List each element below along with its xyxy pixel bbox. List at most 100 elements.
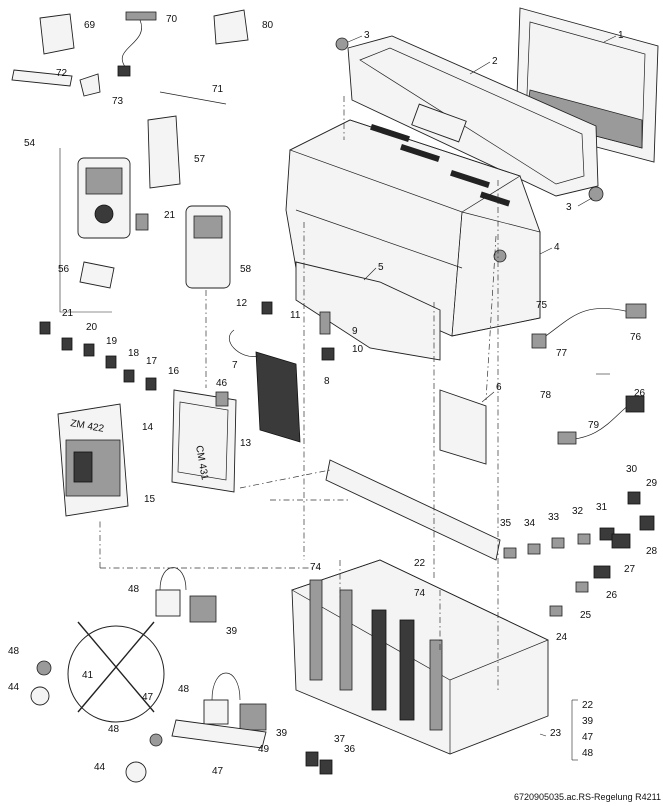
part-36-connector (319, 759, 333, 775)
callout-5: 5 (378, 262, 384, 273)
callout-48c: 48 (178, 684, 190, 695)
callout-46: 46 (216, 378, 228, 389)
callout-79: 79 (588, 420, 600, 431)
callout-1: 1 (618, 30, 624, 41)
callout-3b: 3 (566, 202, 572, 213)
part-3-knob-right (588, 186, 604, 202)
callout-7: 7 (232, 360, 238, 371)
callout-44b: 44 (94, 762, 106, 773)
callout-74a: 74 (310, 562, 322, 573)
callout-58: 58 (240, 264, 252, 275)
part-44-cap-b (125, 761, 147, 783)
callout-48d: 48 (108, 724, 120, 735)
part-22-harness (325, 459, 501, 561)
callout-14: 14 (142, 422, 154, 433)
part-48-knob-b (149, 733, 163, 747)
part-21-connector-a (135, 213, 149, 231)
callout-36: 36 (344, 744, 356, 755)
part-75-cable-set (531, 303, 647, 349)
callout-24: 24 (556, 632, 568, 643)
callout-13: 13 (240, 438, 252, 449)
part-12-connector (261, 301, 273, 315)
callout-75: 75 (536, 300, 548, 311)
callout-32: 32 (572, 506, 584, 517)
part-69-block (39, 13, 75, 55)
callout-26b: 26 (634, 388, 646, 399)
part-48-knob-a (36, 660, 52, 676)
callout-31: 31 (596, 502, 608, 513)
callout-44a: 44 (8, 682, 20, 693)
callout-28: 28 (646, 546, 658, 557)
part-57-wall-bracket (147, 115, 181, 189)
part-7-circuit-board (255, 351, 301, 443)
group-list: 22 39 47 48 (582, 700, 594, 759)
callout-22: 22 (414, 558, 426, 569)
callout-34: 34 (524, 518, 536, 529)
part-7-cable (228, 329, 259, 357)
callout-labels: 1 2 3 3 4 5 6 7 8 9 10 11 12 13 14 15 16… (8, 14, 658, 777)
callout-47b: 47 (212, 766, 224, 777)
detail-circle (67, 625, 165, 723)
callout-39b: 39 (276, 728, 288, 739)
callout-47a: 47 (142, 692, 154, 703)
callout-48a: 48 (128, 584, 140, 595)
part-9-10-pins (319, 311, 331, 335)
callout-73: 73 (112, 96, 124, 107)
part-70-sensor-cable (117, 11, 157, 77)
callout-35: 35 (500, 518, 512, 529)
part-80-bracket (213, 9, 249, 45)
group-item-3: 47 (582, 732, 594, 743)
part-2-top-lid (347, 35, 599, 197)
part-3-knob-top (335, 37, 349, 51)
callout-19: 19 (106, 336, 118, 347)
group-item-1: 22 (582, 700, 594, 711)
callout-77: 77 (556, 348, 568, 359)
callout-71: 71 (212, 84, 224, 95)
callout-4: 4 (554, 242, 560, 253)
assembly-lines (99, 96, 499, 690)
callout-11: 11 (290, 310, 301, 321)
callout-23: 23 (550, 728, 562, 739)
thermostat-assembly-lower (171, 672, 267, 749)
part-8-connector (321, 347, 335, 361)
part-73-clip (79, 73, 101, 97)
part-6-plate (439, 389, 487, 465)
callout-57: 57 (194, 154, 206, 165)
group-item-4: 48 (582, 748, 594, 759)
callout-33: 33 (548, 512, 560, 523)
callout-16: 16 (168, 366, 180, 377)
part-44-cap-a (30, 686, 50, 706)
part-13-cm-module (171, 389, 237, 493)
callout-54: 54 (24, 138, 36, 149)
part-23-bottom-frame (291, 559, 549, 755)
callout-48b: 48 (8, 646, 20, 657)
leader-lines (347, 35, 617, 761)
callout-69: 69 (84, 20, 96, 31)
callout-6: 6 (496, 382, 502, 393)
callout-72: 72 (56, 68, 68, 79)
part-56-plate (79, 261, 115, 289)
callout-30: 30 (626, 464, 638, 475)
callout-21a: 21 (62, 308, 74, 319)
group-item-2: 39 (582, 716, 594, 727)
callout-76: 76 (630, 332, 642, 343)
callout-26a: 26 (606, 590, 618, 601)
callout-3a: 3 (364, 30, 370, 41)
callout-56: 56 (58, 264, 70, 275)
part-15-zm-module (57, 403, 129, 517)
callout-70: 70 (166, 14, 178, 25)
part-72-strip (11, 69, 73, 87)
small-connectors (39, 321, 157, 391)
callout-20: 20 (86, 322, 98, 333)
callout-12: 12 (236, 298, 248, 309)
figure-caption: 6720905035.ac.RS-Regelung R4211 (514, 792, 661, 802)
part-5-front-bezel (295, 261, 441, 361)
callout-25: 25 (580, 610, 592, 621)
part-71-rod (159, 91, 227, 105)
callout-29: 29 (646, 478, 658, 489)
callout-15: 15 (144, 494, 156, 505)
callout-37: 37 (334, 734, 346, 745)
callout-9: 9 (352, 326, 358, 337)
